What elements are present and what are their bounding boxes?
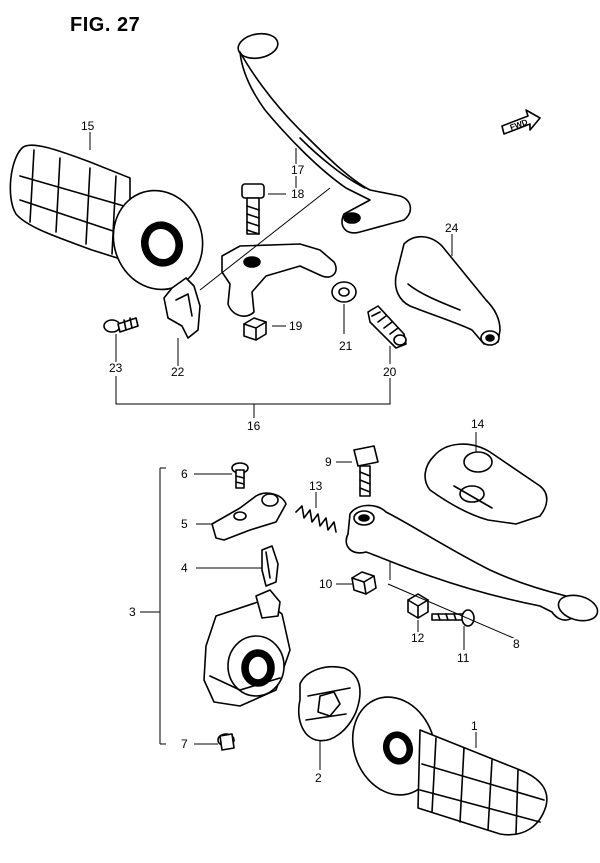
- fwd-arrow-icon: FWD: [501, 109, 541, 135]
- callout-6: 6: [180, 467, 189, 481]
- callout-2: 2: [314, 771, 323, 785]
- bolt-part-18: [241, 183, 265, 235]
- screw-part-6: [231, 462, 249, 489]
- callout-1: 1: [470, 719, 479, 733]
- clip-part-4: [261, 545, 279, 587]
- figure-title: FIG. 27: [70, 14, 141, 36]
- ring-part-21: [331, 281, 357, 303]
- nut-part-10: [351, 571, 377, 595]
- callout-4: 4: [180, 561, 189, 575]
- nut-part-19: [243, 317, 267, 341]
- boot-part-14: [424, 443, 548, 525]
- screw-part-23: [103, 317, 139, 333]
- callout-16: 16: [246, 419, 262, 433]
- callout-21: 21: [338, 339, 354, 353]
- upper-holder: [221, 243, 337, 317]
- callout-20: 20: [382, 365, 398, 379]
- leader-lines: [89, 132, 519, 770]
- callout-8: 8: [512, 637, 521, 651]
- fwd-label: FWD: [509, 117, 529, 132]
- callout-5: 5: [180, 517, 189, 531]
- callout-12: 12: [410, 631, 426, 645]
- callout-17: 17: [290, 163, 306, 177]
- boot-part-24: [394, 235, 501, 346]
- callout-19: 19: [288, 319, 304, 333]
- callout-22: 22: [170, 365, 186, 379]
- upper-lever-part-17: [237, 32, 412, 234]
- clamp-part-22: [163, 277, 201, 339]
- callout-23: 23: [108, 361, 124, 375]
- right-grip-part-1: [351, 696, 548, 836]
- plate-part-2: [298, 666, 361, 742]
- adjuster-part-20: [367, 305, 407, 349]
- screw-part-7: [217, 733, 235, 751]
- nut-part-12: [407, 593, 429, 619]
- callout-9: 9: [324, 455, 333, 469]
- callout-13: 13: [308, 479, 324, 493]
- callout-24: 24: [444, 221, 460, 235]
- pivot-bolt-part-9: [353, 445, 379, 497]
- callout-15: 15: [80, 119, 96, 133]
- lower-lever-part-8: [345, 504, 599, 622]
- callout-10: 10: [318, 577, 334, 591]
- bracket-part-5: [211, 492, 287, 541]
- callout-14: 14: [470, 417, 486, 431]
- callout-18: 18: [290, 187, 306, 201]
- callout-7: 7: [180, 737, 189, 751]
- switch-housing-part-3: [203, 589, 291, 707]
- spring-part-13: [295, 505, 337, 533]
- callout-11: 11: [456, 651, 471, 665]
- bolt-part-11: [431, 609, 475, 627]
- left-grip-part-15: [9, 144, 204, 291]
- callout-3: 3: [128, 605, 137, 619]
